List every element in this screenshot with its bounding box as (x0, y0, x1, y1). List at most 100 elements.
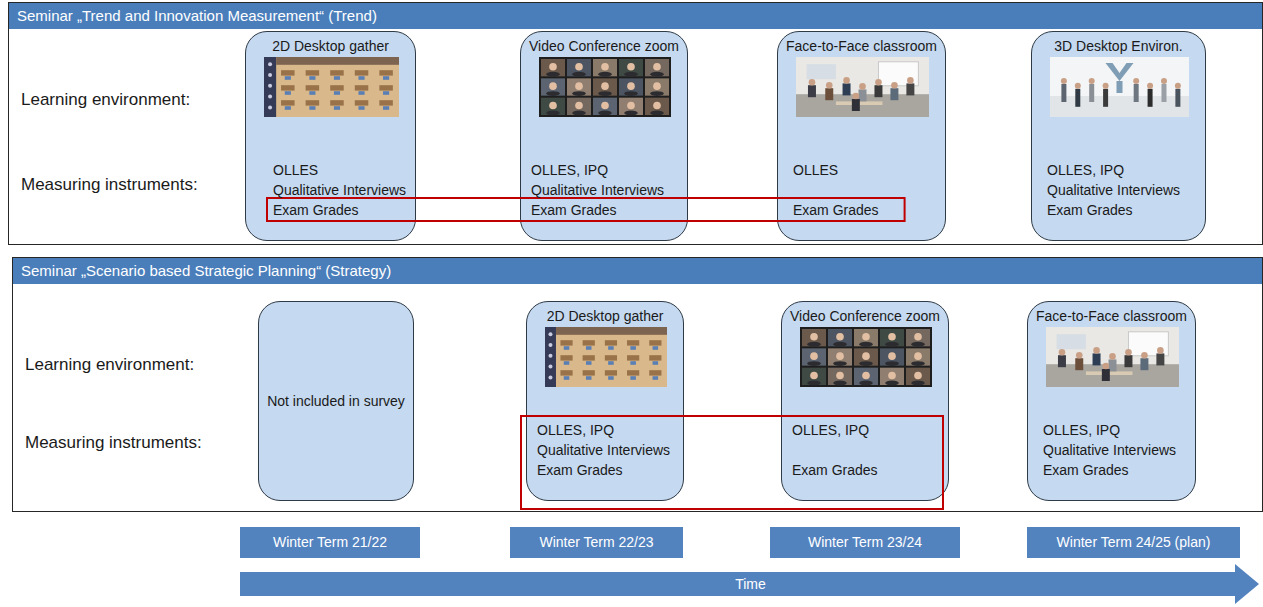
participant-face (653, 102, 661, 110)
room-logo (1117, 81, 1123, 93)
instrument-item: OLLES, IPQ (531, 162, 608, 178)
participant-body (833, 342, 846, 347)
instrument-item: Exam Grades (793, 202, 879, 218)
desk (605, 370, 617, 375)
participant-body (859, 380, 872, 385)
participant-body (885, 380, 898, 385)
person-body (890, 88, 898, 100)
participant-body (650, 72, 663, 77)
chair (334, 76, 340, 80)
zoom-screenshot (539, 57, 671, 117)
room-screenshot (1046, 327, 1179, 387)
participant-face (653, 82, 661, 90)
participant-body (911, 361, 924, 366)
chair (309, 91, 315, 95)
desk (605, 355, 617, 360)
person-body (874, 85, 882, 97)
participant-face (575, 63, 583, 71)
video-tile (593, 98, 617, 115)
person-head (1125, 349, 1132, 356)
box-title: 2D Desktop gather (272, 38, 389, 54)
room-screen (807, 64, 836, 79)
chair (653, 361, 659, 365)
chair (608, 376, 614, 380)
environment-box: Face-to-Face classroomOLLES, IPQQualitat… (1027, 301, 1196, 501)
chair (334, 106, 340, 110)
seminar-panel: Seminar „Scenario based Strategic Planni… (12, 257, 1263, 512)
chair (564, 361, 570, 365)
video-tile (645, 59, 669, 76)
participant-body (624, 91, 637, 96)
desk (560, 340, 572, 345)
avatar-head (1161, 78, 1167, 84)
video-tile (567, 59, 591, 76)
participant-face (888, 352, 896, 360)
virtual-room (1050, 57, 1189, 117)
participant-face (862, 372, 870, 380)
participant-body (624, 72, 637, 77)
participant-face (914, 372, 922, 380)
desk (355, 85, 369, 90)
chair (358, 91, 364, 95)
instrument-item: Exam Grades (1043, 462, 1129, 478)
video-tile (567, 98, 591, 115)
box-title: Video Conference zoom (529, 38, 679, 54)
person-head (907, 77, 914, 84)
person-body (1102, 369, 1110, 381)
desk (330, 85, 344, 90)
participant-face (549, 82, 557, 90)
term-box: Winter Term 22/23 (510, 527, 683, 558)
term-label: Winter Term 21/22 (240, 527, 420, 558)
participant-body (572, 72, 585, 77)
chair (358, 76, 364, 80)
desk (583, 340, 595, 345)
map-floor (556, 327, 667, 387)
participant-face (627, 82, 635, 90)
instrument-item: OLLES, IPQ (1043, 422, 1120, 438)
term-label: Winter Term 23/24 (770, 527, 960, 558)
menu-icon (548, 332, 552, 336)
desk (306, 100, 320, 105)
video-tile (619, 98, 643, 115)
environment-box: Video Conference zoomOLLES, IPQExam Grad… (781, 301, 949, 501)
video-tile (828, 368, 852, 385)
desk (281, 85, 295, 90)
instrument-item: OLLES, IPQ (1047, 162, 1124, 178)
participant-face (627, 102, 635, 110)
instrument-item: Qualitative Interviews (273, 182, 406, 198)
desk (379, 85, 393, 90)
desk (355, 70, 369, 75)
video-tile (541, 98, 565, 115)
person-head (875, 79, 882, 86)
avatar-head (1133, 78, 1139, 84)
chair (586, 361, 592, 365)
participant-body (859, 342, 872, 347)
participant-face (888, 333, 896, 341)
chair (285, 106, 291, 110)
desk (649, 340, 661, 345)
room-wall (1046, 327, 1179, 387)
participant-body (807, 342, 820, 347)
video-tile (906, 348, 930, 365)
instrument-item: Qualitative Interviews (1047, 182, 1180, 198)
person-head (1093, 347, 1100, 354)
person-head (1157, 347, 1164, 354)
menu-icon (268, 73, 272, 77)
term-box: Winter Term 24/25 (plan) (1027, 527, 1240, 558)
vr-screenshot (1050, 57, 1189, 117)
desk (583, 370, 595, 375)
person-head (826, 82, 833, 89)
person-body (906, 83, 914, 95)
avatar-head (1089, 78, 1095, 84)
zoom-screenshot (800, 327, 932, 387)
desk (560, 355, 572, 360)
chair (630, 361, 636, 365)
chair (653, 376, 659, 380)
chair (630, 346, 636, 350)
environment-box: Video Conference zoomOLLES, IPQQualitati… (520, 31, 688, 241)
person-head (891, 82, 898, 89)
room-screen (1057, 334, 1086, 349)
menu-icon (268, 95, 272, 99)
video-tile (567, 78, 591, 95)
